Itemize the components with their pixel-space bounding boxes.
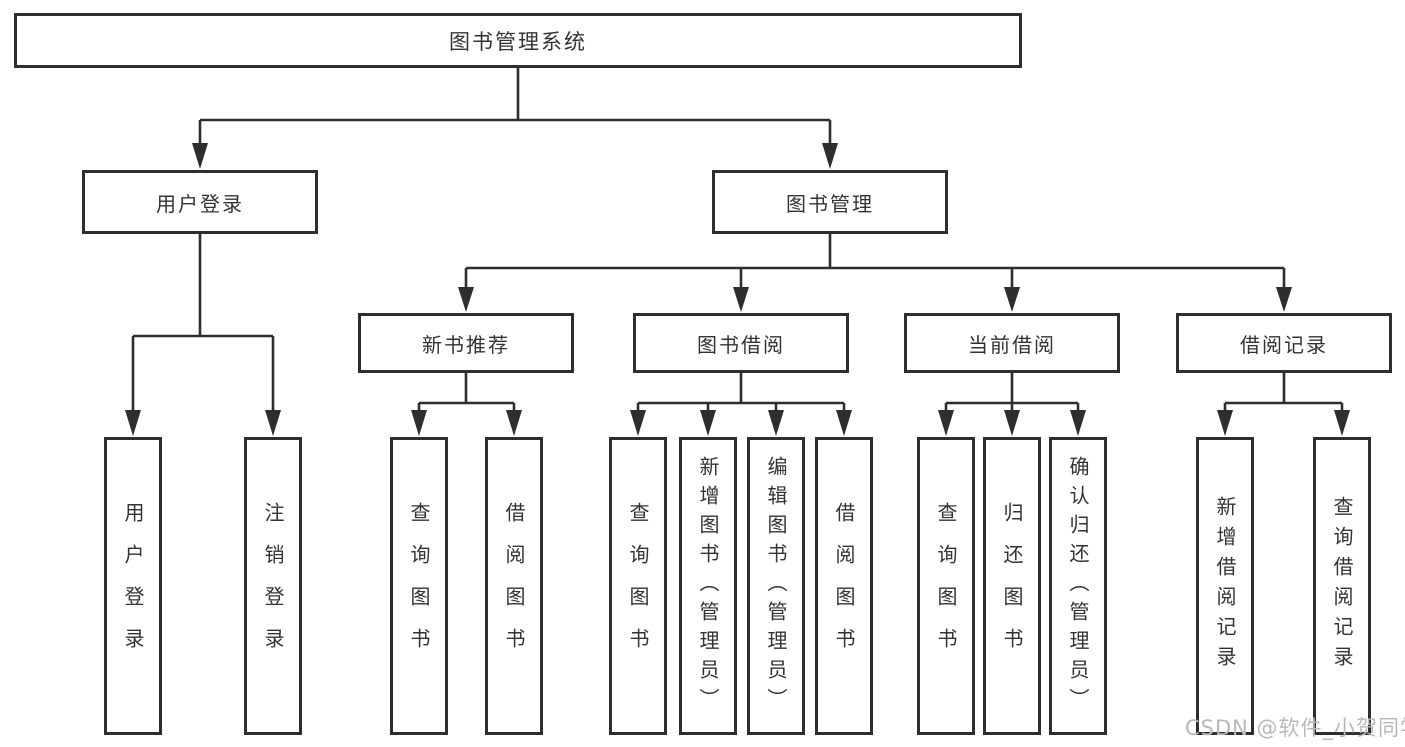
node-leaf-logout: 注销登录 <box>244 437 302 735</box>
arrow-down-icon <box>630 410 646 436</box>
node-leaf-query-books-3: 查询图书 <box>917 437 975 735</box>
arrow-down-icon <box>411 410 427 436</box>
arrow-down-icon <box>700 410 716 436</box>
node-leaf-query-books-1: 查询图书 <box>390 437 448 735</box>
arrow-down-icon <box>1276 287 1292 312</box>
node-label: 归还图书 <box>1000 502 1024 670</box>
node-label: 当前借阅 <box>968 332 1056 357</box>
arrow-down-icon <box>125 410 141 436</box>
arrow-down-icon <box>822 143 838 169</box>
node-label: 借阅图书 <box>832 502 856 670</box>
node-label: 新增借阅记录 <box>1213 496 1237 676</box>
node-label: 用户登录 <box>156 191 244 216</box>
arrow-down-icon <box>768 410 784 436</box>
node-book-management: 图书管理 <box>712 170 948 234</box>
arrow-down-icon <box>1004 410 1020 436</box>
node-new-book-recommend: 新书推荐 <box>358 313 574 373</box>
node-label: 确认归还（管理员） <box>1066 455 1090 717</box>
node-label: 查询图书 <box>407 502 431 670</box>
node-label: 查询图书 <box>626 502 650 670</box>
node-leaf-query-borrow-record: 查询借阅记录 <box>1313 437 1371 735</box>
node-leaf-add-borrow-record: 新增借阅记录 <box>1196 437 1254 735</box>
node-leaf-user-login: 用户登录 <box>104 437 162 735</box>
node-label: 图书管理系统 <box>449 29 587 54</box>
node-label: 新增图书（管理员） <box>696 455 720 717</box>
node-leaf-confirm-return-admin: 确认归还（管理员） <box>1049 437 1107 735</box>
node-label: 查询图书 <box>934 502 958 670</box>
node-label: 图书借阅 <box>697 332 785 357</box>
arrow-down-icon <box>1217 410 1233 436</box>
node-borrowing-records: 借阅记录 <box>1176 313 1392 373</box>
arrow-down-icon <box>1334 410 1350 436</box>
node-leaf-borrow-books-2: 借阅图书 <box>815 437 873 735</box>
arrow-down-icon <box>836 410 852 436</box>
node-label: 借阅记录 <box>1240 332 1328 357</box>
node-label: 新书推荐 <box>422 332 510 357</box>
arrow-down-icon <box>458 287 474 312</box>
arrow-down-icon <box>192 143 208 169</box>
node-label: 借阅图书 <box>502 502 526 670</box>
csdn-watermark: CSDN @软件_小贺同学 <box>1185 716 1405 740</box>
arrow-down-icon <box>938 410 954 436</box>
node-leaf-add-books-admin: 新增图书（管理员） <box>679 437 737 735</box>
node-root: 图书管理系统 <box>14 13 1022 68</box>
node-label: 图书管理 <box>786 191 874 216</box>
arrow-down-icon <box>1004 287 1020 312</box>
node-book-borrowing: 图书借阅 <box>633 313 849 373</box>
arrow-down-icon <box>733 287 749 312</box>
node-leaf-query-books-2: 查询图书 <box>609 437 667 735</box>
node-leaf-edit-books-admin: 编辑图书（管理员） <box>747 437 805 735</box>
node-label: 编辑图书（管理员） <box>764 455 788 717</box>
node-leaf-return-books: 归还图书 <box>983 437 1041 735</box>
node-current-borrowing: 当前借阅 <box>904 313 1120 373</box>
node-label: 用户登录 <box>121 502 145 670</box>
node-leaf-borrow-books-1: 借阅图书 <box>485 437 543 735</box>
arrow-down-icon <box>265 410 281 436</box>
arrow-down-icon <box>1070 410 1086 436</box>
node-user-login: 用户登录 <box>82 170 318 234</box>
node-label: 注销登录 <box>261 502 285 670</box>
node-label: 查询借阅记录 <box>1330 496 1354 676</box>
arrow-down-icon <box>506 410 522 436</box>
